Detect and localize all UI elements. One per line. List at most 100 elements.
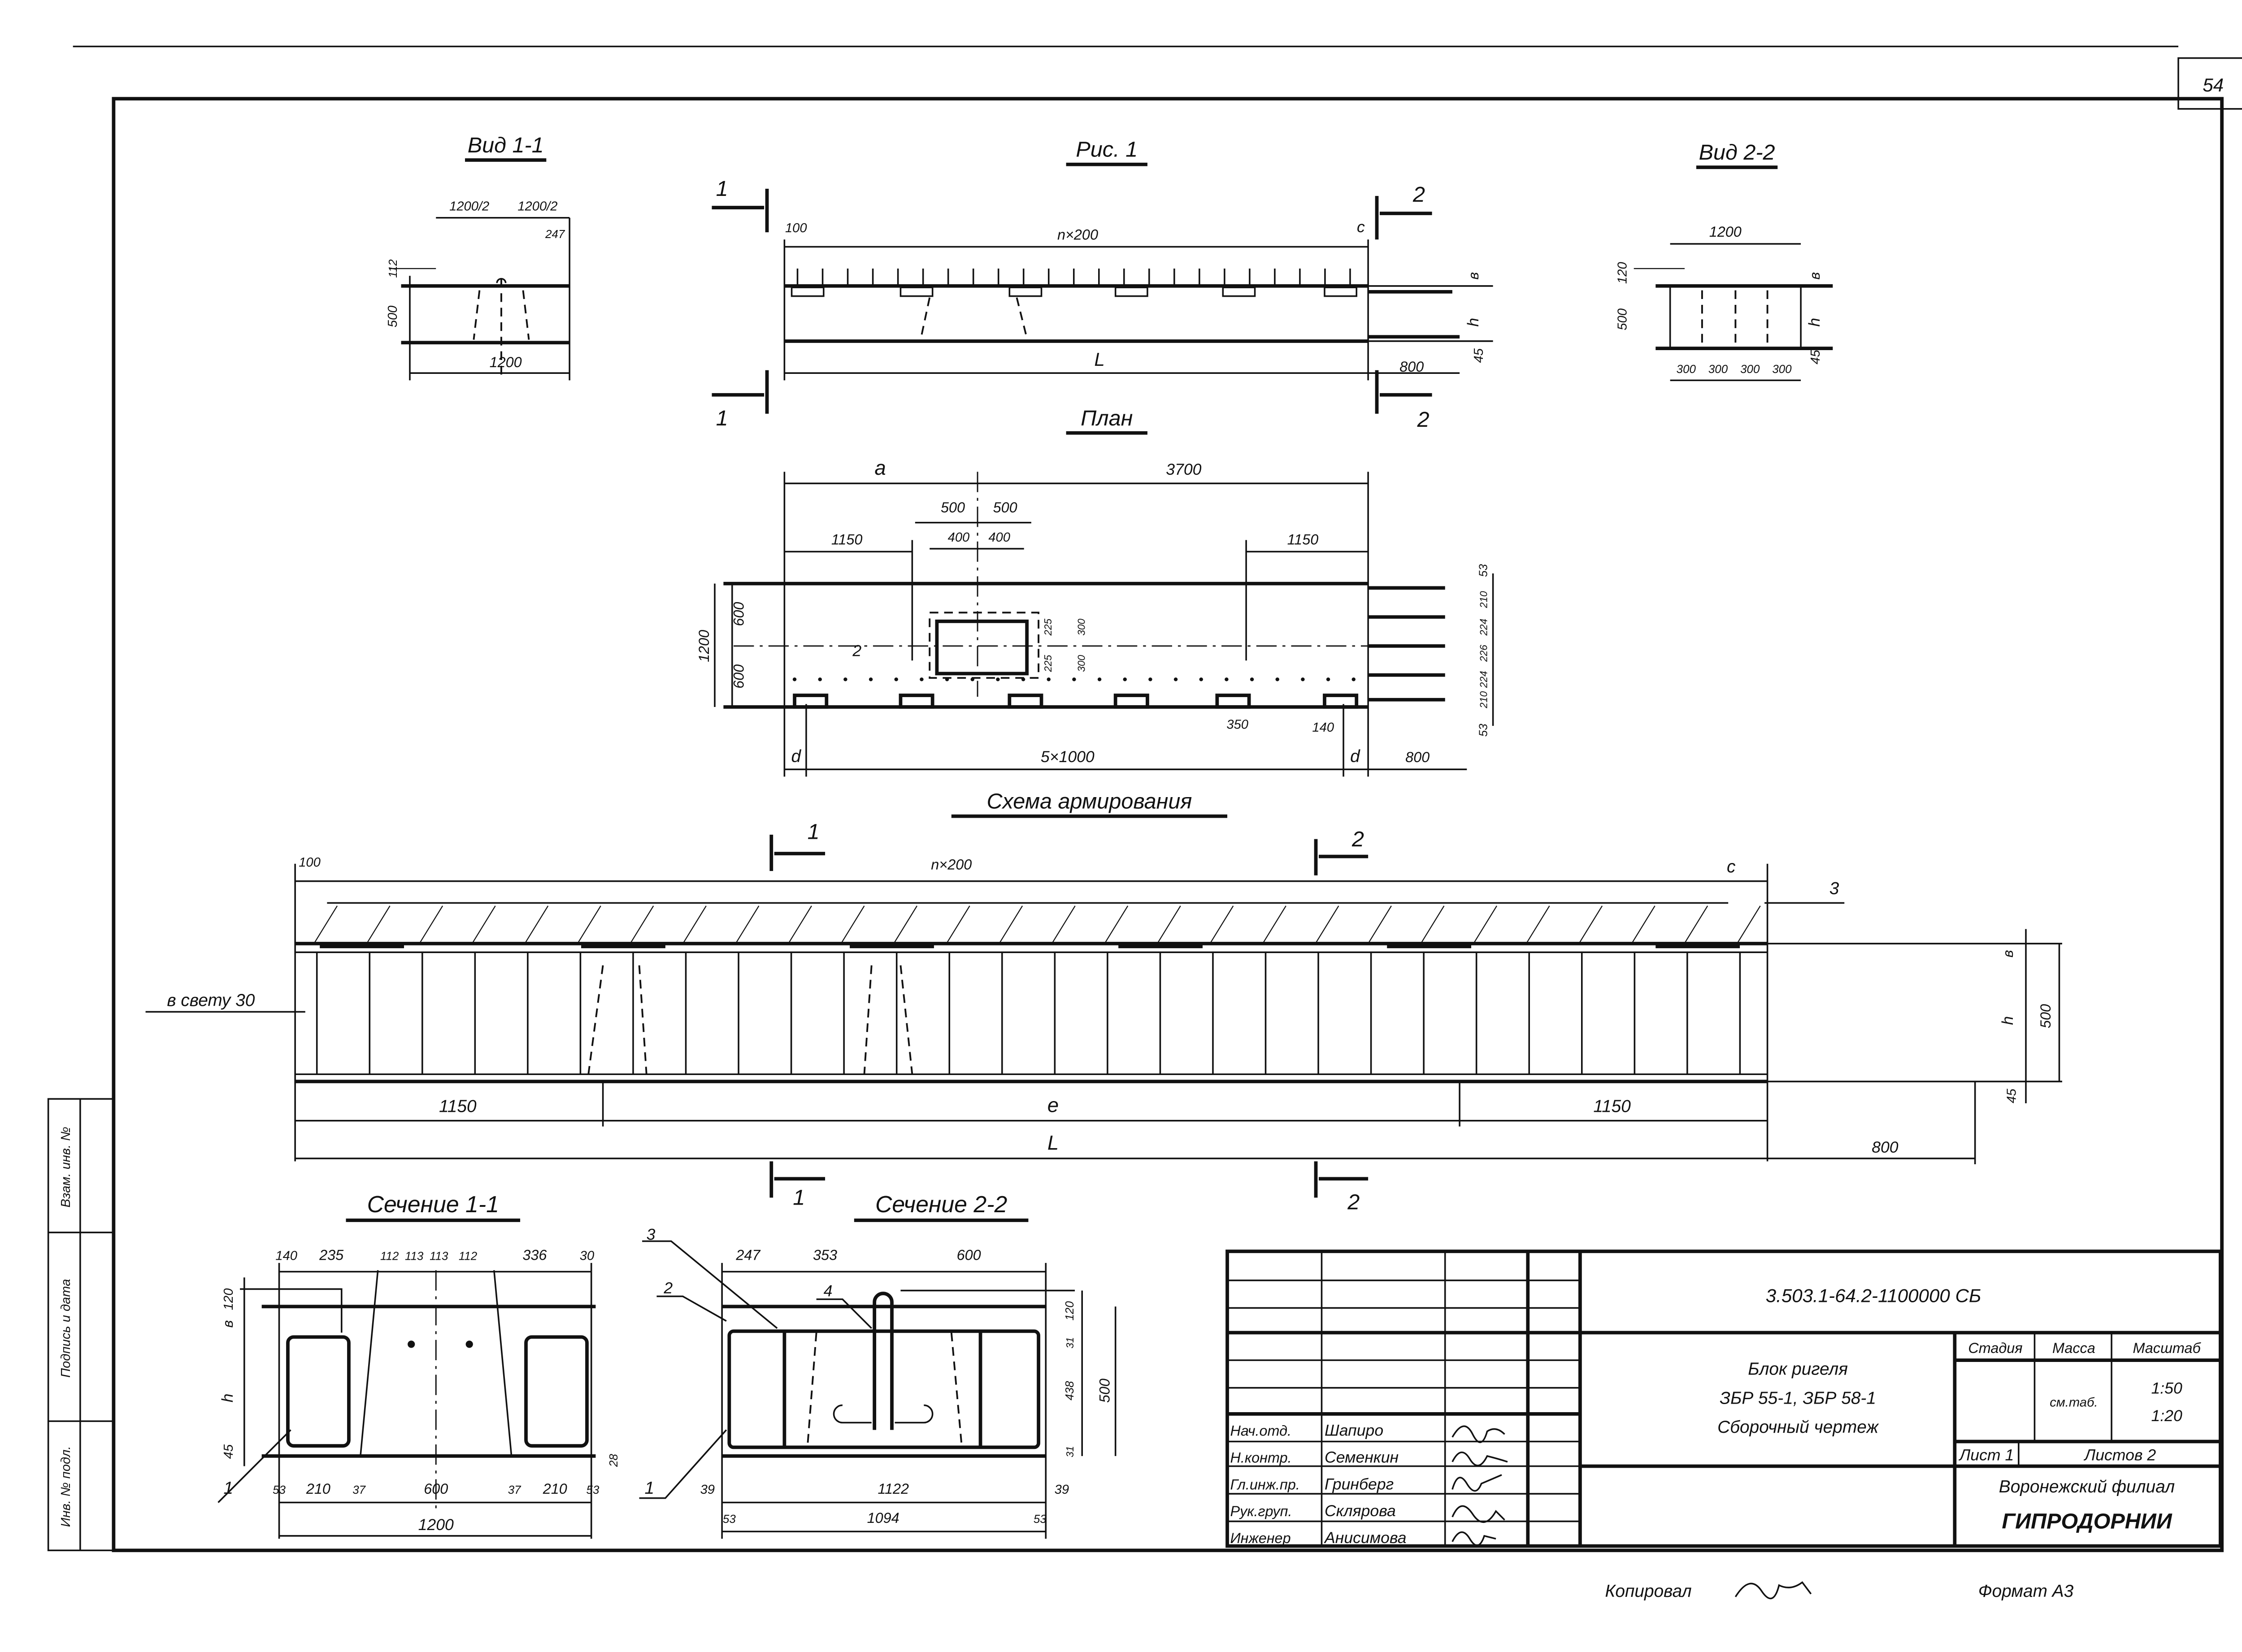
- stirrup-hook: [893, 906, 918, 944]
- dim: 53: [1477, 724, 1490, 737]
- dim: в: [2000, 950, 2016, 958]
- embedded-plate: [1222, 286, 1256, 297]
- rebar-dot: [818, 677, 822, 681]
- dim: 800: [1872, 1138, 1899, 1156]
- dim: 600: [957, 1247, 981, 1263]
- dim: 336: [522, 1247, 547, 1263]
- section-1-1-drawing: [217, 1263, 596, 1539]
- dim: в: [1807, 272, 1823, 280]
- dim: 140: [275, 1249, 297, 1263]
- rebar-dot: [945, 677, 949, 681]
- scale-value: 1:50: [2151, 1379, 2182, 1397]
- rebar-dot: [1097, 677, 1102, 681]
- staff-name: Семенкин: [1325, 1448, 1399, 1466]
- stirrup-hook: [630, 906, 654, 944]
- dim: 37: [508, 1484, 521, 1496]
- embedded-plate: [899, 286, 934, 297]
- reinforcement-drawing: [145, 834, 2062, 1198]
- dim: в: [1465, 272, 1482, 280]
- dim: в: [220, 1320, 236, 1328]
- dim: 225: [1042, 655, 1054, 672]
- dim: 3700: [1166, 460, 1201, 478]
- dim: 210: [543, 1481, 567, 1497]
- callout: 1: [644, 1479, 654, 1498]
- dim: 400: [948, 530, 970, 545]
- dim: 53: [1477, 564, 1490, 577]
- callout: 4: [824, 1282, 833, 1300]
- dim: 226: [1478, 645, 1490, 662]
- dim: h: [1805, 318, 1823, 327]
- callout: 3: [647, 1225, 656, 1243]
- dim: 300: [1076, 655, 1087, 672]
- reinforcement-title: Схема армирования: [986, 789, 1192, 814]
- dim: 1200/2: [449, 199, 489, 214]
- embedded-plate: [1324, 286, 1358, 297]
- copied-by-label: Копировал: [1605, 1582, 1691, 1601]
- staff-role: Н.контр.: [1230, 1449, 1292, 1466]
- staff-role: Инженер: [1230, 1530, 1291, 1546]
- dim: 500: [386, 306, 400, 328]
- dim: 5×1000: [1041, 748, 1095, 766]
- title-block-grid: [1225, 1249, 2222, 1548]
- header-mass: Масса: [2052, 1340, 2095, 1356]
- stirrup-hook: [1209, 906, 1234, 944]
- rebar-dot: [1225, 677, 1229, 681]
- dim: 224: [1478, 671, 1490, 689]
- drawing-name: Блок ригеля: [1748, 1360, 1848, 1379]
- dim: 300: [1076, 619, 1087, 636]
- dim: 1094: [867, 1510, 899, 1526]
- dim: e: [1047, 1093, 1059, 1116]
- dim: 400: [988, 530, 1010, 545]
- cut-label: 1: [716, 177, 728, 201]
- dim: 600: [731, 664, 747, 689]
- dim: 1200: [696, 630, 712, 662]
- cut-label: 1: [808, 820, 820, 844]
- dim: c: [1727, 857, 1735, 876]
- embedded-plate: [1323, 694, 1359, 709]
- staff-role: Нач.отд.: [1230, 1423, 1291, 1439]
- dim: 500: [1097, 1379, 1113, 1403]
- rebar-dot: [1275, 677, 1279, 681]
- scale-value: 1:20: [2151, 1407, 2182, 1425]
- dim: c: [1357, 218, 1365, 236]
- stirrup-hook: [1684, 906, 1708, 944]
- rebar-dot: [1148, 677, 1152, 681]
- embedded-plate: [1113, 694, 1149, 709]
- stirrup-hook: [1736, 906, 1761, 944]
- view-2-2-drawing: [1634, 243, 1833, 382]
- dim: 39: [1055, 1483, 1069, 1497]
- signatures: [1451, 1425, 1812, 1600]
- dim: 225: [1042, 619, 1054, 636]
- view-1-1-title: Вид 1-1: [468, 133, 544, 157]
- rebar-dot: [1351, 677, 1356, 681]
- embedded-plate: [791, 286, 825, 297]
- dim: 500: [941, 499, 965, 516]
- dim: 300: [1677, 363, 1696, 376]
- dim: 1122: [878, 1481, 909, 1497]
- rebar-dot: [1173, 677, 1178, 681]
- dim: d: [1350, 747, 1360, 766]
- dim: 247: [545, 228, 565, 241]
- header-stage: Стадия: [1968, 1340, 2022, 1356]
- section-2-2-drawing: [639, 1240, 1117, 1539]
- dim: 28: [608, 1454, 620, 1467]
- org-institute: ГИПРОДОРНИИ: [2002, 1509, 2172, 1534]
- embedded-plate: [1114, 286, 1148, 297]
- rebar-dot: [996, 677, 1000, 681]
- dim: 600: [731, 602, 747, 626]
- staff-role: Гл.инж.пр.: [1230, 1476, 1300, 1492]
- plan-drawing: [714, 472, 1494, 777]
- rebar-dot: [1123, 677, 1127, 681]
- dim: 112: [459, 1250, 478, 1263]
- dim: 112: [380, 1250, 399, 1263]
- dim: 100: [299, 855, 321, 870]
- stirrup-hook: [313, 906, 338, 944]
- rebar-dot: [1199, 677, 1203, 681]
- stirrup-hook: [1104, 906, 1129, 944]
- fig1-title: Рис. 1: [1076, 138, 1138, 162]
- rebar-dot: [920, 677, 924, 681]
- stirrup-hook: [735, 906, 760, 944]
- stirrup-hook: [1315, 906, 1339, 944]
- dim: 120: [222, 1288, 236, 1310]
- stirrup-hook: [682, 906, 707, 944]
